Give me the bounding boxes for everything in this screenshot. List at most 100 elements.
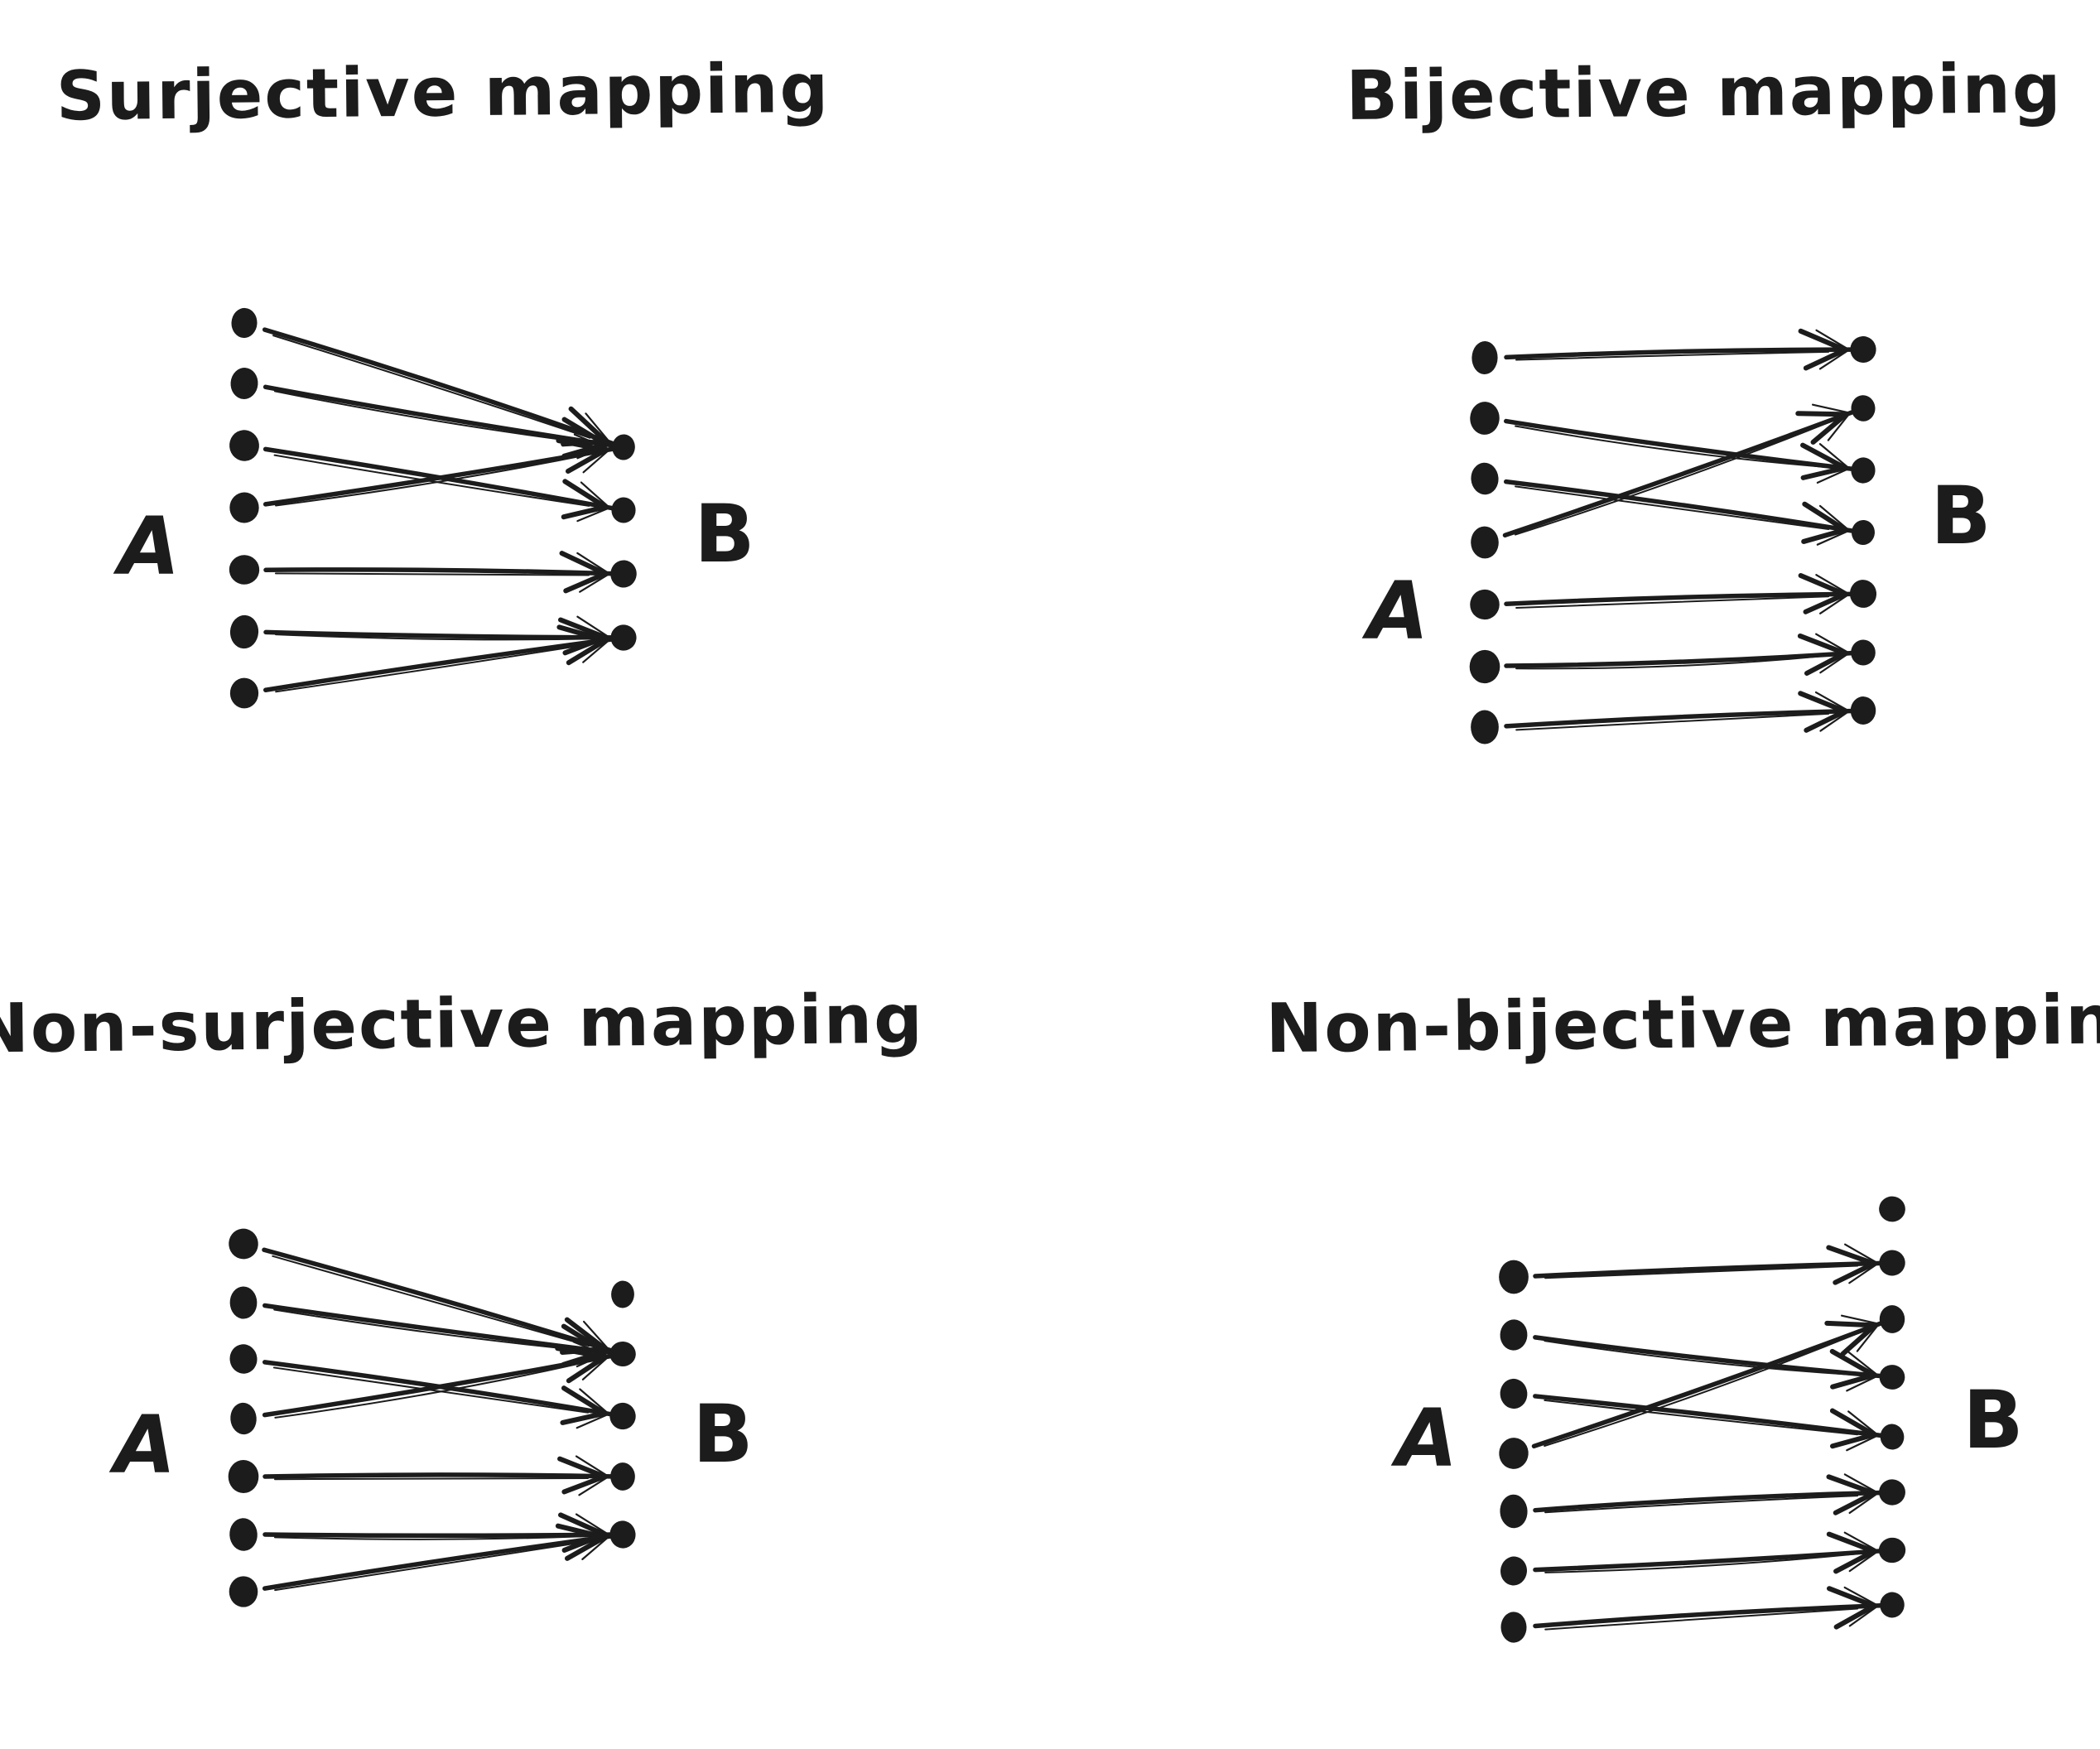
arrow-shaft-sketch xyxy=(274,1540,590,1592)
arrowhead-lower-arm xyxy=(1804,708,1848,733)
mapping-arrow xyxy=(1502,403,1860,538)
arrowhead-lower-arm xyxy=(566,638,609,666)
mapping-arrow xyxy=(1533,1586,1888,1631)
arrowhead-sketch-arm xyxy=(579,572,611,593)
set-a-dot xyxy=(228,1459,259,1494)
mapping-arrow xyxy=(262,327,620,452)
mapping-arrow xyxy=(262,433,619,507)
arrow-shaft xyxy=(263,629,619,640)
set-a-dot xyxy=(1500,1494,1528,1529)
arrowhead-sketch-arm xyxy=(1844,1243,1880,1265)
arrowhead-sketch-arm xyxy=(576,615,611,638)
set-a-dot xyxy=(1500,1556,1527,1586)
arrow-shaft xyxy=(262,1472,619,1479)
arrow-shaft-sketch xyxy=(274,572,590,576)
arrowhead-lower-arm xyxy=(1803,347,1848,371)
mapping-arrow xyxy=(262,1360,619,1429)
arrowhead-lower-arm xyxy=(1810,412,1849,445)
mapping-arrow xyxy=(1533,1473,1888,1515)
arrow-shaft xyxy=(1504,650,1859,668)
arrowhead-sketch-arm xyxy=(1848,1491,1880,1515)
arrowhead-sketch-arm xyxy=(1843,1531,1880,1553)
arrowhead-sketch-arm xyxy=(1815,329,1851,351)
arrowhead-upper-arm xyxy=(1798,572,1848,597)
arrowhead-sketch-arm xyxy=(573,623,611,641)
set-a-dot xyxy=(229,1518,258,1551)
mapping-arrow xyxy=(1503,479,1859,546)
title-non-surjective-mapping: Non-surjective mapping xyxy=(0,980,925,1069)
arrowhead-sketch-arm xyxy=(1846,1375,1880,1392)
mapping-arrow xyxy=(262,1520,619,1592)
set-a-dot xyxy=(231,307,258,339)
set-a-dot xyxy=(229,1344,258,1374)
arrow-shaft-sketch xyxy=(1514,420,1833,536)
set-a-dot xyxy=(1499,1438,1529,1469)
arrow-shaft-sketch xyxy=(272,1366,590,1414)
set-a-dot xyxy=(230,368,258,399)
set-a-dot xyxy=(1500,1378,1528,1409)
arrowhead-sketch-arm xyxy=(585,412,611,444)
arrowhead-upper-arm xyxy=(559,551,609,576)
set-b-dot xyxy=(1851,639,1876,666)
set-b-dot xyxy=(610,1462,635,1491)
set-a-dot xyxy=(1499,1260,1529,1294)
arrowhead-upper-arm xyxy=(1829,1408,1877,1438)
arrowhead-sketch-arm xyxy=(572,1341,610,1357)
arrowhead-lower-arm xyxy=(1803,591,1848,614)
arrowhead-upper-arm xyxy=(556,438,609,453)
arrow-shaft-sketch xyxy=(274,1477,589,1481)
arrow-shaft-sketch xyxy=(1515,595,1830,609)
arrow-shaft-sketch xyxy=(1515,654,1830,670)
arrow-shaft xyxy=(262,1533,619,1591)
arrow-shaft-sketch xyxy=(1544,1607,1859,1631)
arrow-shaft-sketch xyxy=(272,1255,590,1347)
mapping-arrow xyxy=(1533,1394,1888,1452)
arrowhead-sketch-arm xyxy=(1848,1604,1880,1627)
set-b-label: B xyxy=(692,1388,754,1481)
arrow-shaft-sketch xyxy=(1544,1399,1859,1436)
arrowhead-sketch-arm xyxy=(578,1475,610,1496)
arrowhead-lower-arm xyxy=(560,1410,608,1425)
arrowhead-sketch-arm xyxy=(1819,652,1851,674)
arrowhead-sketch-arm xyxy=(1840,1314,1881,1325)
arrow-shaft-sketch xyxy=(1544,1553,1859,1573)
set-b-dot xyxy=(611,497,636,523)
arrow-shaft xyxy=(262,1352,619,1418)
arrowhead-upper-arm xyxy=(1826,1245,1877,1266)
set-b-dot xyxy=(611,1280,634,1308)
arrow-shaft xyxy=(262,384,619,449)
set-b-dot xyxy=(1878,1537,1906,1564)
arrowhead-sketch-arm xyxy=(1815,574,1851,595)
arrowhead-upper-arm xyxy=(556,624,609,643)
arrow-shaft xyxy=(1504,591,1859,607)
title-surjective-mapping: Surjective mapping xyxy=(55,49,831,137)
arrowhead-sketch-arm xyxy=(1847,1410,1880,1437)
set-b-label: B xyxy=(694,488,755,581)
arrowhead-sketch-arm xyxy=(578,1327,610,1353)
arrowhead-sketch-arm xyxy=(1818,443,1851,470)
diagram-surjective-mapping xyxy=(229,307,637,709)
set-b-dot xyxy=(1879,1365,1905,1390)
mapping-arrow xyxy=(262,1512,619,1554)
set-a-label: A xyxy=(1366,565,1429,658)
set-a-label: A xyxy=(1395,1392,1458,1485)
arrow-shaft-sketch xyxy=(1515,712,1830,731)
arrowhead-sketch-arm xyxy=(1815,633,1851,654)
set-a-dot xyxy=(1500,1319,1528,1351)
set-b-label: B xyxy=(1930,470,1992,562)
set-a-dot xyxy=(1470,402,1500,435)
mapping-arrow xyxy=(263,551,619,594)
arrow-shaft-sketch xyxy=(1544,1331,1862,1447)
set-a-dot xyxy=(230,1402,257,1435)
arrowhead-upper-arm xyxy=(1797,633,1848,656)
mapping-arrow xyxy=(262,1455,619,1496)
arrowhead-lower-arm xyxy=(563,571,609,594)
set-a-dot xyxy=(229,614,259,649)
arrowhead-upper-arm xyxy=(555,1523,608,1540)
arrow-shaft xyxy=(1504,418,1859,472)
mapping-arrow xyxy=(1504,691,1859,733)
arrowhead-upper-arm xyxy=(555,1346,608,1360)
set-a-dot xyxy=(229,1576,258,1607)
